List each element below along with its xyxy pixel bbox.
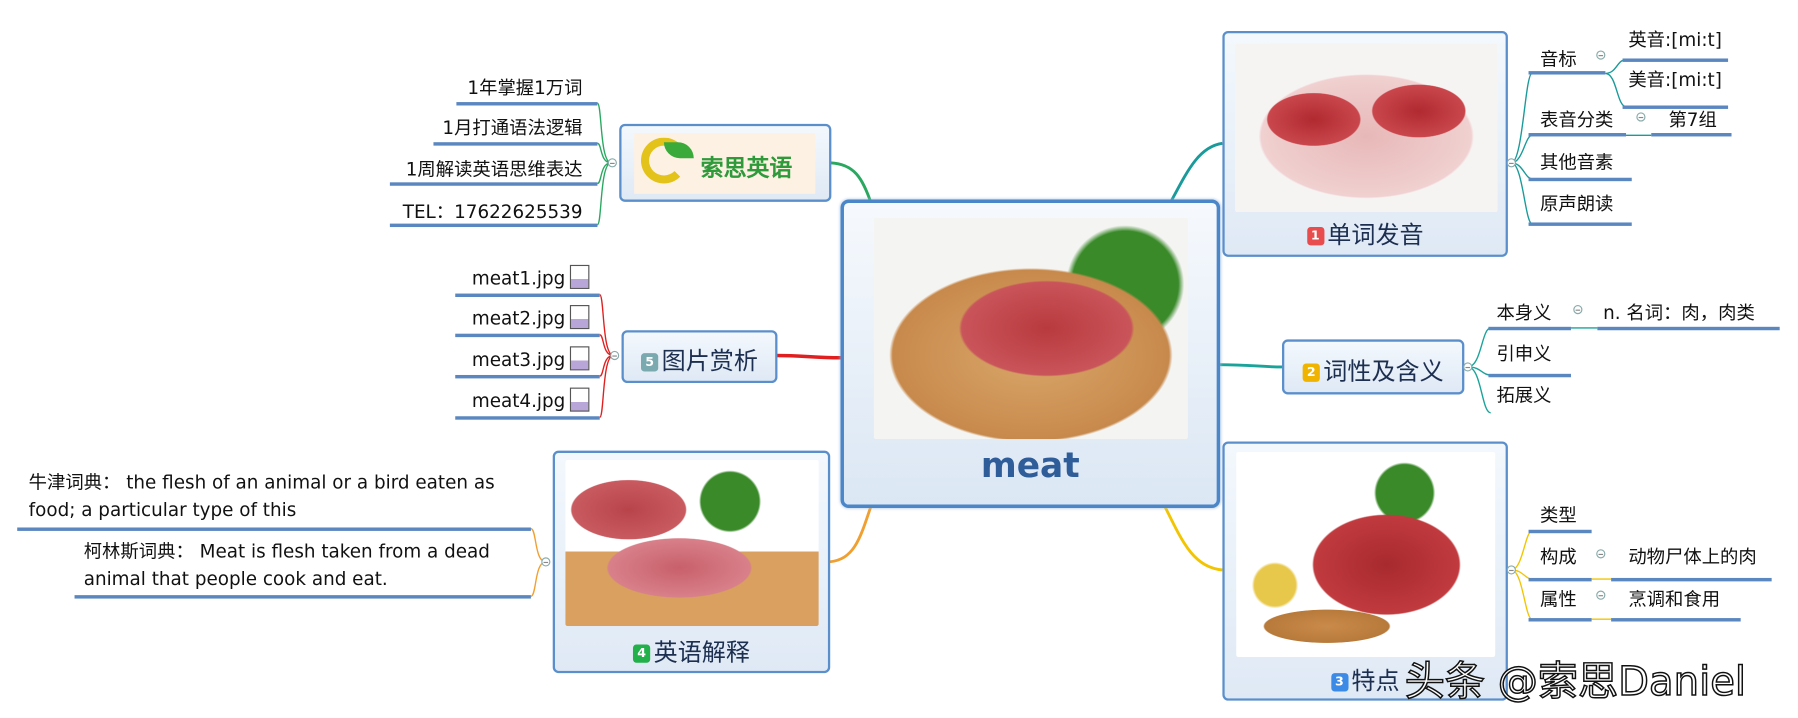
connector-logo <box>830 161 873 205</box>
collapse-toggle-meaning[interactable] <box>1463 362 1473 372</box>
logo-leaf-icon <box>663 142 694 159</box>
topic-logo[interactable]: 索思英语 <box>619 123 832 202</box>
node-phonetic[interactable]: 音标 <box>1540 48 1577 70</box>
node-type[interactable]: 类型 <box>1540 504 1577 527</box>
node-animal-flesh[interactable]: 动物尸体上的肉 <box>1628 545 1757 568</box>
node-collins-definition[interactable]: 柯林斯词典： Meat is flesh taken from a dead a… <box>83 540 490 590</box>
attachment-meat3[interactable]: meat3.jpg <box>472 346 590 371</box>
collapse-toggle-logo[interactable] <box>607 158 617 168</box>
node-attribute[interactable]: 属性 <box>1540 588 1577 611</box>
central-title: meat <box>980 446 1080 487</box>
node-oxford-definition[interactable]: 牛津词典： the flesh of an animal or a bird e… <box>28 471 495 521</box>
jpg-file-icon <box>569 387 590 412</box>
node-words-year[interactable]: 1年掌握1万词 <box>467 76 583 99</box>
attachment-meat4[interactable]: meat4.jpg <box>472 387 590 412</box>
node-grammar-month[interactable]: 1月打通语法逻辑 <box>442 116 583 139</box>
node-composition[interactable]: 构成 <box>1540 545 1577 568</box>
attachment-meat2[interactable]: meat2.jpg <box>472 305 590 330</box>
jpg-file-icon <box>569 346 590 371</box>
node-expanded-meaning[interactable]: 拓展义 <box>1496 384 1552 406</box>
node-noun-meaning[interactable]: n. 名词：肉，肉类 <box>1603 301 1755 324</box>
collapse-toggle-images[interactable] <box>610 350 620 361</box>
collapse-toggle-phonetic[interactable] <box>1596 50 1606 60</box>
connector-images <box>776 353 841 360</box>
node-thinking-week[interactable]: 1周解读英语思维表达 <box>405 158 583 181</box>
lamb-chops-image <box>1234 43 1498 213</box>
connector-meaning <box>1218 363 1283 369</box>
node-basic-meaning[interactable]: 本身义 <box>1496 301 1552 324</box>
badge-1: 1 <box>1306 227 1324 246</box>
collapse-toggle-english[interactable] <box>541 557 551 567</box>
node-uk-phonetic[interactable]: 英音:[mi:t] <box>1628 28 1722 51</box>
jpg-file-icon <box>569 264 590 289</box>
node-telephone[interactable]: TEL：17622625539 <box>402 200 583 223</box>
collapse-toggle-attribute[interactable] <box>1596 590 1606 600</box>
collapse-toggle-category[interactable] <box>1636 112 1646 122</box>
node-original-reading[interactable]: 原声朗读 <box>1540 192 1614 215</box>
node-extended-meaning[interactable]: 引申义 <box>1496 342 1552 365</box>
jpg-file-icon <box>569 305 590 330</box>
central-topic[interactable]: meat <box>840 199 1221 508</box>
connector-english <box>828 504 873 564</box>
node-us-phonetic[interactable]: 美音:[mi:t] <box>1628 68 1722 91</box>
node-phonetic-category[interactable]: 表音分类 <box>1540 108 1614 131</box>
watermark: 头条 @索思Daniel <box>1404 659 1747 706</box>
logo-text: 索思英语 <box>700 153 793 182</box>
node-other-phonemes[interactable]: 其他音素 <box>1540 151 1614 174</box>
central-meat-image <box>873 217 1188 440</box>
connector-pronunciation <box>1168 141 1223 205</box>
beef-roast-image <box>1236 451 1496 658</box>
collapse-toggle-basic[interactable] <box>1573 305 1583 315</box>
collapse-toggle-features[interactable] <box>1506 565 1516 575</box>
node-cook-eat[interactable]: 烹调和食用 <box>1628 588 1721 611</box>
logo-c-mark <box>641 137 687 184</box>
collapse-toggle-pronunciation[interactable] <box>1506 158 1516 168</box>
connector-features <box>1162 503 1223 572</box>
node-group-7[interactable]: 第7组 <box>1668 108 1717 131</box>
collapse-toggle-composition[interactable] <box>1596 549 1606 559</box>
attachment-meat1[interactable]: meat1.jpg <box>472 264 590 289</box>
logo: 索思英语 <box>634 133 816 194</box>
raw-meat-image <box>565 459 819 627</box>
